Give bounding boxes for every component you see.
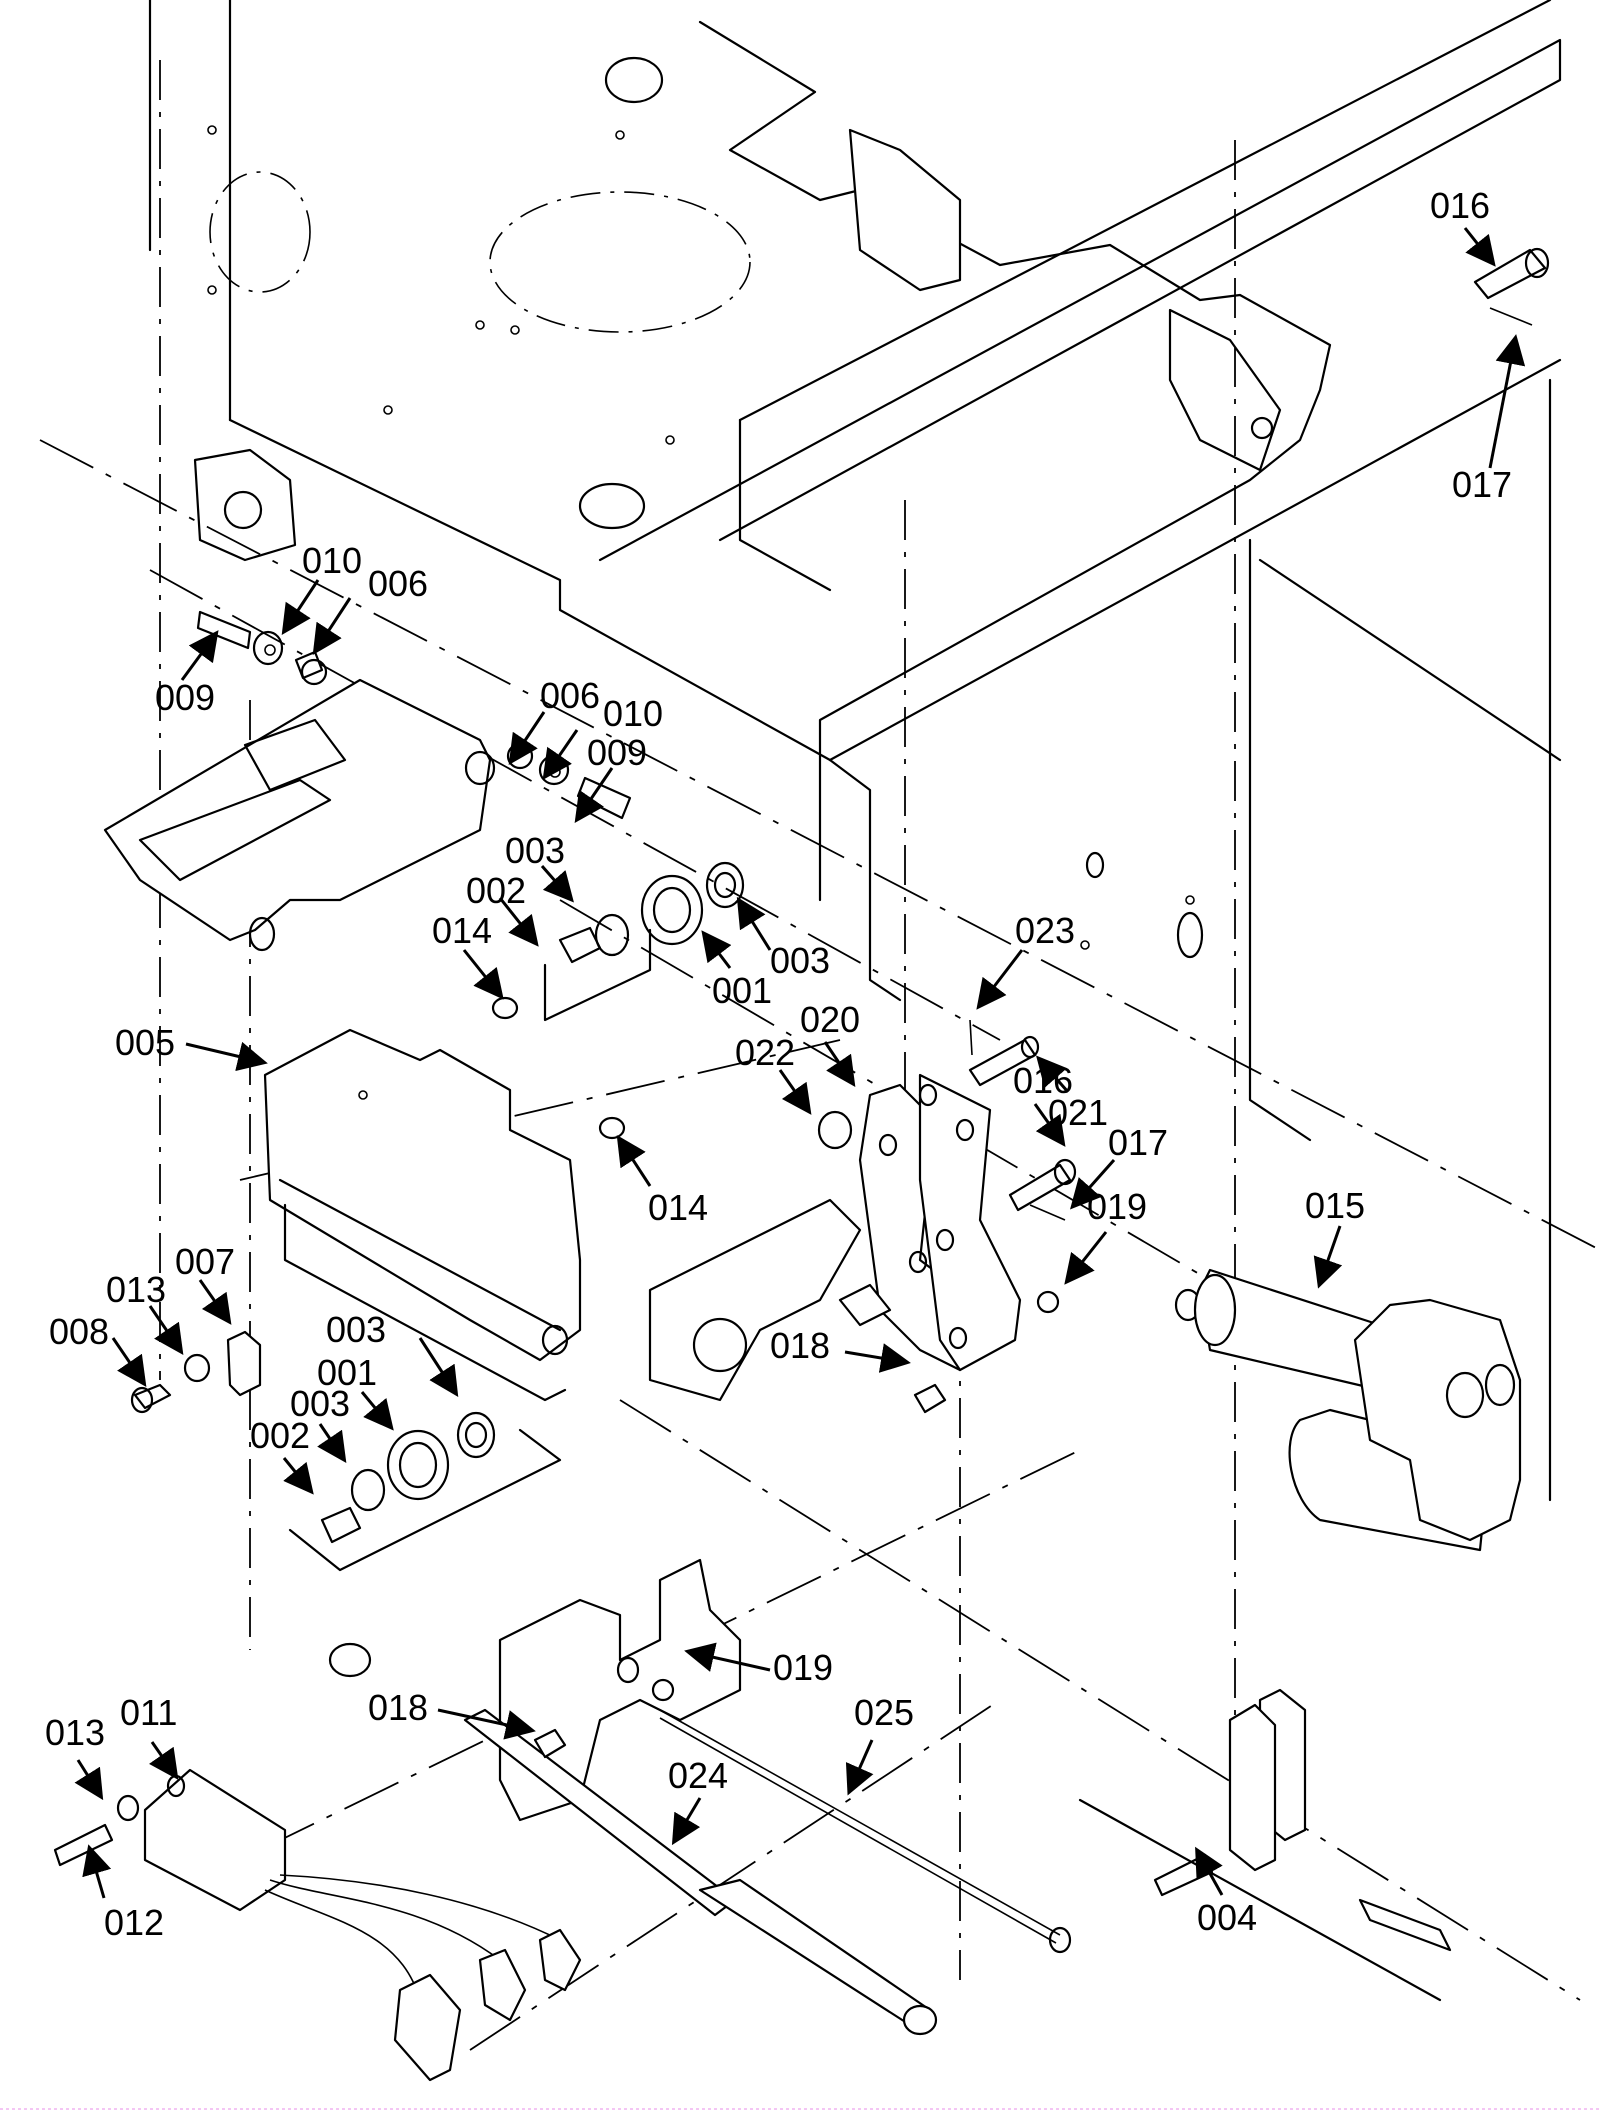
- svg-text:009: 009: [155, 677, 215, 718]
- callout-003-b: 003: [736, 896, 830, 981]
- callout-024: 024: [668, 1755, 728, 1846]
- svg-text:010: 010: [603, 693, 663, 734]
- svg-text:017: 017: [1108, 1122, 1168, 1163]
- callout-017-mid: 017: [1070, 1122, 1168, 1210]
- upper-hinge-brackets: [848, 128, 1282, 472]
- callout-016-top: 016: [1430, 185, 1496, 267]
- svg-text:025: 025: [854, 1692, 914, 1733]
- callout-007: 007: [175, 1241, 235, 1325]
- callouts: 016 017 010 006 009 006 010 009 003 002 …: [45, 185, 1526, 1943]
- svg-text:014: 014: [432, 910, 492, 951]
- callout-008: 008: [49, 1311, 147, 1387]
- part-016-pin-top: [1473, 247, 1550, 326]
- callout-001-a: 001: [701, 930, 772, 1011]
- callout-015: 015: [1305, 1185, 1365, 1289]
- callout-006-right: 006: [508, 675, 600, 765]
- lower-linkage: [328, 1558, 1072, 2036]
- callout-005: 005: [115, 1022, 268, 1072]
- svg-text:001: 001: [317, 1352, 377, 1393]
- svg-text:024: 024: [668, 1755, 728, 1796]
- callout-023: 023: [976, 910, 1075, 1010]
- callout-019-b: 019: [684, 1642, 833, 1688]
- cable-clamp-hardware: [130, 1330, 262, 1414]
- svg-text:016: 016: [1430, 185, 1490, 226]
- callout-010-left: 010: [281, 540, 362, 636]
- svg-text:008: 008: [49, 1311, 109, 1352]
- svg-text:006: 006: [540, 675, 600, 716]
- housing-005: [263, 1028, 582, 1402]
- bottom-border-strip: [0, 2108, 1600, 2110]
- svg-text:003: 003: [770, 940, 830, 981]
- svg-text:003: 003: [326, 1309, 386, 1350]
- hardware-upper-left: [196, 610, 328, 686]
- callout-018-b: 018: [368, 1687, 536, 1740]
- svg-text:002: 002: [466, 870, 526, 911]
- svg-text:006: 006: [368, 563, 428, 604]
- svg-text:002: 002: [250, 1415, 310, 1456]
- svg-text:012: 012: [104, 1902, 164, 1943]
- callout-010-right: 010: [542, 693, 663, 780]
- callout-004: 004: [1195, 1846, 1257, 1938]
- svg-text:004: 004: [1197, 1897, 1257, 1938]
- callout-013-b: 013: [45, 1712, 105, 1801]
- svg-text:013: 013: [106, 1269, 166, 1310]
- callout-009-right: 009: [574, 732, 647, 823]
- svg-text:020: 020: [800, 999, 860, 1040]
- svg-text:018: 018: [368, 1687, 428, 1728]
- callout-001-b: 001: [317, 1352, 394, 1431]
- callout-003-c: 003: [326, 1309, 459, 1398]
- callout-020: 020: [800, 999, 860, 1087]
- callout-009-left: 009: [155, 630, 219, 718]
- svg-text:003: 003: [505, 830, 565, 871]
- svg-text:018: 018: [770, 1325, 830, 1366]
- svg-text:010: 010: [302, 540, 362, 581]
- svg-text:005: 005: [115, 1022, 175, 1063]
- nuts-014: [491, 996, 626, 1140]
- svg-text:016: 016: [1013, 1060, 1073, 1101]
- svg-text:003: 003: [290, 1383, 350, 1424]
- bracket-020-assembly: [817, 1019, 1077, 1414]
- svg-text:022: 022: [735, 1032, 795, 1073]
- callout-014-b: 014: [616, 1134, 708, 1228]
- seat-slide-upper: [103, 678, 496, 952]
- callout-003-a: 003: [505, 830, 574, 903]
- callout-012: 012: [82, 1844, 164, 1943]
- actuator-015: [1174, 1268, 1522, 1552]
- left-pivot-lug: [193, 448, 297, 562]
- callout-017-top: 017: [1452, 334, 1526, 505]
- seat-frame: [148, 0, 1562, 1502]
- svg-text:007: 007: [175, 1241, 235, 1282]
- callout-013-a: 013: [106, 1269, 184, 1355]
- callout-002-b: 002: [250, 1415, 314, 1495]
- callout-025: 025: [845, 1692, 914, 1796]
- callout-002-a: 002: [466, 870, 539, 947]
- lower-mount-plate: [648, 1198, 892, 1402]
- svg-text:015: 015: [1305, 1185, 1365, 1226]
- callout-018-a: 018: [770, 1325, 911, 1373]
- svg-text:011: 011: [120, 1692, 177, 1733]
- callout-016-mid: 016: [1013, 1060, 1073, 1147]
- callout-003-d: 003: [290, 1383, 350, 1463]
- right-bracket-004: [1078, 1688, 1452, 2002]
- control-module-011: [53, 1768, 582, 2082]
- svg-text:017: 017: [1452, 464, 1512, 505]
- roller-assembly-upper: [543, 861, 745, 1022]
- callout-011: 011: [120, 1692, 179, 1780]
- roller-assembly-lower: [288, 1411, 562, 1572]
- callout-014-a: 014: [432, 910, 504, 1000]
- svg-text:019: 019: [773, 1647, 833, 1688]
- svg-text:001: 001: [712, 970, 772, 1011]
- callout-022: 022: [735, 1032, 812, 1115]
- svg-text:013: 013: [45, 1712, 105, 1753]
- svg-text:019: 019: [1087, 1186, 1147, 1227]
- svg-text:023: 023: [1015, 910, 1075, 951]
- svg-text:009: 009: [587, 732, 647, 773]
- callout-006-left: 006: [312, 563, 428, 656]
- svg-text:014: 014: [648, 1187, 708, 1228]
- callout-019-a: 019: [1064, 1186, 1147, 1285]
- alignment-lines: [39, 60, 1600, 2051]
